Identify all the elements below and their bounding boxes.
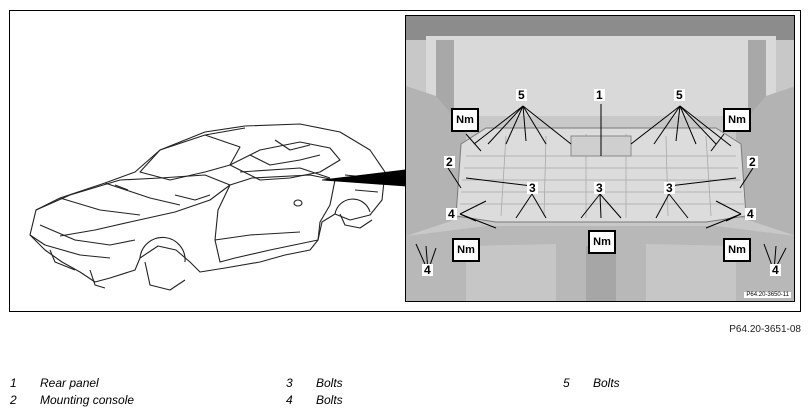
legend-text: Rear panel (40, 376, 99, 390)
legend-number: 5 (563, 376, 570, 390)
callout-3-left: 3 (527, 181, 538, 195)
callout-4-bottom-right: 4 (770, 263, 781, 277)
legend-number: 1 (10, 376, 17, 390)
legend-text: Mounting console (40, 393, 135, 407)
figure-reference-code: P64.20-3651-08 (729, 324, 801, 335)
callout-4-left: 4 (446, 207, 457, 221)
legend-text: Bolts (316, 376, 343, 390)
legend-number: 2 (10, 393, 17, 407)
legend-column-2: 3 Bolts 4 Bolts (286, 375, 343, 409)
torque-symbol: Nm (451, 108, 479, 132)
torque-symbol: Nm (452, 238, 480, 262)
torque-symbol: Nm (723, 238, 751, 262)
photo-reference-code: P64.20-3650-11 (744, 292, 791, 298)
legend-number: 4 (286, 393, 293, 407)
callout-4-bottom-left: 4 (422, 263, 433, 277)
torque-symbol: Nm (588, 230, 616, 254)
rear-panel-photo: 1 5 5 2 2 3 3 3 4 4 4 4 Nm Nm Nm Nm Nm P… (405, 15, 795, 302)
callout-2-left: 2 (444, 155, 455, 169)
callout-2-right: 2 (747, 155, 758, 169)
legend-item: 5 Bolts (563, 375, 620, 392)
legend-number: 3 (286, 376, 293, 390)
legend-text: Bolts (593, 376, 620, 390)
legend-item: 2 Mounting console (10, 392, 134, 409)
legend-column-3: 5 Bolts (563, 375, 620, 392)
callout-1: 1 (594, 88, 605, 102)
callout-5-right: 5 (674, 88, 685, 102)
legend-item: 1 Rear panel (10, 375, 134, 392)
legend-item: 4 Bolts (286, 392, 343, 409)
torque-symbol: Nm (723, 108, 751, 132)
legend-column-1: 1 Rear panel 2 Mounting console (10, 375, 134, 409)
callout-3-center: 3 (594, 181, 605, 195)
callout-5-left: 5 (516, 88, 527, 102)
legend-text: Bolts (316, 393, 343, 407)
callout-4-right: 4 (745, 207, 756, 221)
callout-3-right: 3 (664, 181, 675, 195)
legend-item: 3 Bolts (286, 375, 343, 392)
